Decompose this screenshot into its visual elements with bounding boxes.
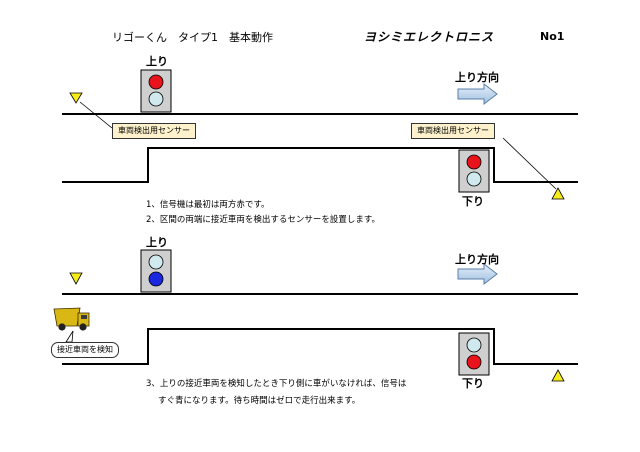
traffic-signal-icon [458, 332, 490, 376]
signal-lamp-top [466, 337, 482, 353]
road-bottom-line [62, 147, 578, 183]
truck-wheel [79, 323, 87, 331]
signal-lamp-bottom [148, 91, 164, 107]
signal-lamp-bottom [466, 171, 482, 187]
arrow-right-icon [457, 82, 498, 106]
truck-wheel [58, 323, 66, 331]
callout-tail [65, 330, 74, 343]
signal-lamp-top [148, 254, 164, 270]
signal-lamp-top [148, 74, 164, 90]
traffic-signal-icon [458, 149, 490, 193]
dump-truck-icon [53, 307, 90, 331]
direction-label: 上り方向 [455, 253, 499, 266]
note-2: 2、区間の両端に接近車両を検出するセンサーを設置します。 [146, 215, 381, 225]
company-name: ヨシミエレクトロニス [364, 30, 495, 44]
sensor-callout-left: 車両検出用センサー [112, 123, 196, 139]
signal-lamp-bottom [148, 271, 164, 287]
note-3a: 3、上りの接近車両を検知したとき下り側に車がいなければ、信号は [146, 379, 407, 389]
signal-label-down: 下り [462, 195, 484, 208]
arrow-right-icon [457, 262, 498, 286]
sensor-triangle-icon [551, 369, 565, 382]
sensor-triangle-icon [69, 272, 83, 285]
note-1: 1、信号機は最初は両方赤です。 [146, 200, 270, 210]
sensor-callout-right: 車両検出用センサー [411, 123, 495, 139]
page-number: No1 [540, 30, 565, 43]
signal-label-up: 上り [146, 55, 168, 68]
signal-label-up: 上り [146, 236, 168, 249]
page-title: リゴーくん タイプ1 基本動作 [112, 31, 273, 44]
truck-window [81, 315, 87, 319]
direction-label: 上り方向 [455, 71, 499, 84]
signal-lamp-bottom [466, 354, 482, 370]
traffic-signal-icon [140, 69, 172, 113]
note-3b: すぐ青になります。待ち時間はゼロで走行出来ます。 [158, 396, 361, 406]
callout-leader-line [79, 101, 113, 129]
signal-label-down: 下り [462, 377, 484, 390]
road-bottom-line [62, 328, 578, 365]
detect-callout: 接近車両を検知 [51, 342, 119, 358]
sensor-triangle-icon [551, 187, 565, 200]
signal-lamp-top [466, 154, 482, 170]
traffic-signal-icon [140, 249, 172, 293]
sensor-triangle-icon [69, 92, 83, 104]
truck-bed [53, 307, 81, 327]
callout-leader-line [502, 137, 557, 190]
